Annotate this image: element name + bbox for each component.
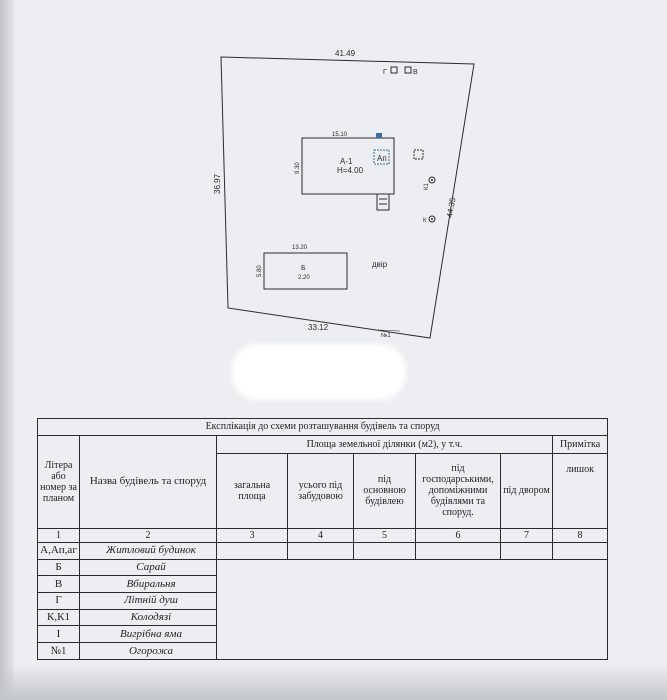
col-number: 1 [37,527,80,544]
house-chimney [376,133,382,138]
table-row: А,Ап,аг Житловий будинок [37,542,609,560]
col-number: 2 [79,527,217,544]
well-k1-icon [428,176,436,184]
dim-bottom: 33.12 [308,323,329,332]
row-name: Вбиральня [79,575,217,594]
shower-label: Г [383,69,387,76]
house-label: А-1 [340,157,353,166]
shed-b [263,252,348,290]
dim-shed-depth: 5.80 [257,265,263,277]
table-title: Експлікація до схеми розташування будіве… [36,418,609,436]
row-litera: А,Ап,аг [37,542,80,560]
row-name: Сарай [79,558,217,577]
col-number: 4 [287,527,354,544]
explication-table: Експлікація до схеми розташування будіве… [36,418,609,661]
header-built: усього під забудовою [287,452,354,529]
bottom-shadow [0,664,667,700]
table-row: В Вбиральня [37,575,608,594]
header-name: Назва будівель та споруд [79,434,217,529]
row-litera: І [37,625,80,644]
well-k-dot [431,218,433,220]
row-litera: Б [37,558,80,577]
header-litera: Літера або номер за планом [37,434,80,529]
header-yard: під двором [500,452,553,529]
header-excess: лишок [551,452,609,529]
dim-top: 41.49 [335,49,356,58]
dim-shed-width: 13.20 [292,245,308,251]
toilet-v [404,66,412,74]
col-number: 5 [353,527,416,544]
table-empty-area [215,558,609,661]
dim-house-width: 15.10 [332,132,348,138]
dim-right: 44.35 [445,197,457,219]
col-number: 8 [551,527,609,544]
row-litera: Г [37,592,80,610]
row-name: Огорожа [79,642,217,660]
row-name: Колодязі [79,608,217,627]
row-name: Житловий будинок [79,542,217,560]
page-edge-shadow [0,0,14,700]
header-main: під основною будівлею [353,452,416,529]
table-row: Б Сарай [37,558,609,661]
dim-house-depth: 9.30 [295,162,301,174]
fence-label: №1 [381,332,391,339]
cesspit-i [413,149,424,160]
dim-left: 36.97 [213,173,222,194]
header-aux: під господарськими, допоміжними будівлям… [415,452,501,529]
header-total: загальна площа [216,452,288,529]
col-number: 6 [415,527,501,544]
well-k1-dot [431,179,433,181]
plot-boundary [220,56,475,339]
well-k-label: К [423,218,427,224]
row-name: Вигрібна яма [79,625,217,644]
redacted-area [232,344,406,400]
house-porch [376,193,390,211]
row-litera: В [37,575,80,594]
row-litera: №1 [37,642,80,660]
annex-ap [373,149,390,165]
house-height: Н=4.00 [337,166,364,175]
header-area-group: Площа земельної ділянки (м2), у т.ч. [216,434,553,454]
row-litera: К,К1 [37,608,80,627]
shower-g [390,66,398,74]
yard-label: двір [372,260,388,269]
annex-label: Ап [377,154,387,163]
table-row: Г Літній душ [37,592,608,610]
fence-marker-line [377,329,401,332]
well-k1-label: К1 [424,183,430,190]
col-number: 3 [216,527,288,544]
table-row: №1 Огорожа [37,642,608,660]
house-a1 [301,137,395,195]
header-note: Примітка [551,434,609,454]
row-name: Літній душ [79,592,217,610]
site-plan: 41.49 36.97 44.35 33.12 Ап 15.10 9.30 А-… [213,49,475,339]
shed-height: 2.20 [298,275,310,281]
toilet-label: В [413,69,418,76]
well-k-icon [428,215,436,223]
col-number: 7 [500,527,553,544]
shed-label: Б [301,265,306,272]
